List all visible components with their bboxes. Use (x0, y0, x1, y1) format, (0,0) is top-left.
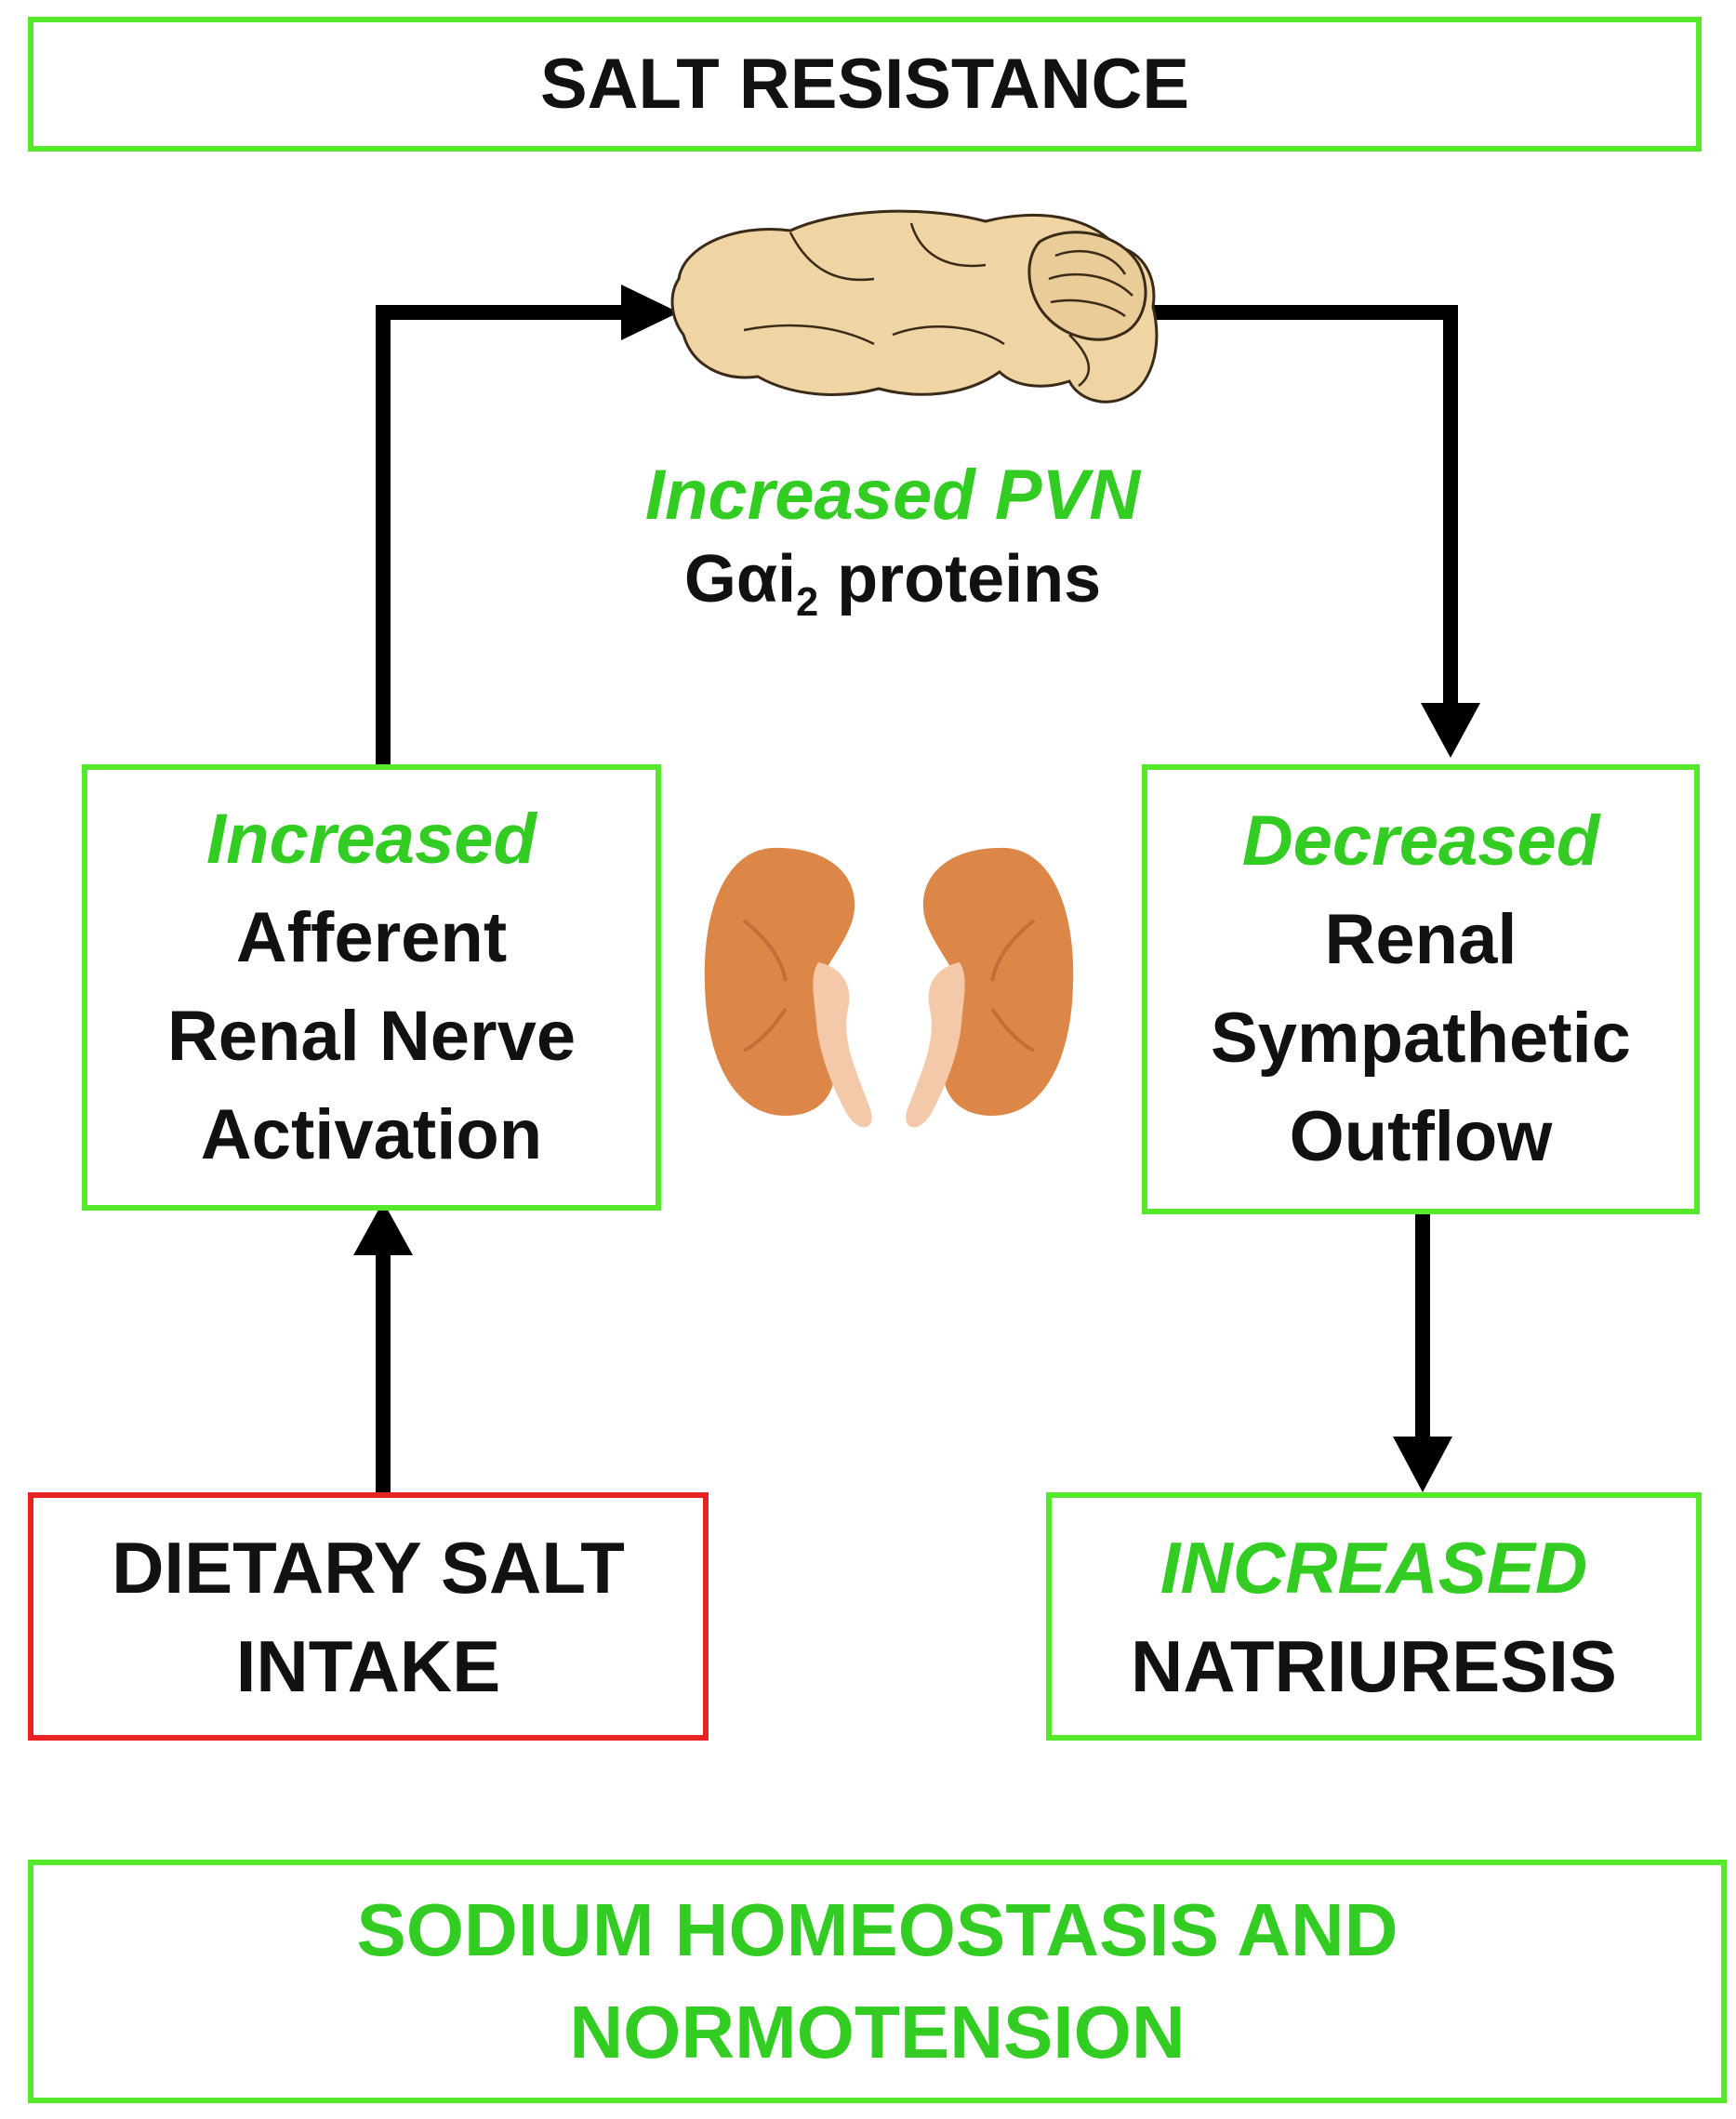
afferent-line-3: Activation (200, 1095, 543, 1174)
kidneys-icon (704, 847, 1074, 1128)
afferent-line-2: Renal Nerve (166, 997, 576, 1076)
homeostasis-line-1: SODIUM HOMEOSTASIS AND (356, 1888, 1398, 1971)
sympathetic-line-3: Outflow (1289, 1097, 1553, 1176)
homeostasis-line-2: NORMOTENSION (569, 1991, 1186, 2073)
pvn-protein-subscript: 2 (796, 580, 819, 626)
natriuresis-heading: INCREASED (1160, 1526, 1588, 1609)
afferent-line-1: Afferent (235, 898, 508, 977)
sympathetic-line-2: Sympathetic (1211, 999, 1631, 1078)
sympathetic-heading: Decreased (1241, 801, 1600, 881)
arrowhead-into-brain (621, 285, 679, 340)
dietary-salt-box: DIETARY SALT INTAKE (28, 1492, 709, 1741)
afferent-heading: Increased (206, 800, 537, 879)
natriuresis-box: INCREASED NATRIURESIS (1046, 1492, 1702, 1741)
salt-resistance-label: SALT RESISTANCE (539, 45, 1190, 124)
pvn-protein-prefix: Gαi (683, 542, 797, 616)
pvn-heading: Increased PVN (644, 456, 1141, 535)
pvn-protein-suffix: proteins (818, 542, 1102, 616)
sympathetic-line-1: Renal (1324, 900, 1517, 979)
dietary-line-1: DIETARY SALT (112, 1526, 625, 1609)
pvn-annotation: Increased PVN Gαi2 proteins (521, 454, 1265, 644)
salt-resistance-box: SALT RESISTANCE (28, 17, 1702, 152)
arrow-brain-to-sympathetic (1144, 305, 1458, 709)
brain-icon (670, 209, 1159, 404)
natriuresis-label: NATRIURESIS (1131, 1624, 1617, 1707)
sympathetic-outflow-box: Decreased Renal Sympathetic Outflow (1142, 764, 1700, 1214)
afferent-activation-box: Increased Afferent Renal Nerve Activatio… (82, 764, 661, 1211)
pvn-protein-label: Gαi2 proteins (521, 537, 1265, 644)
dietary-line-2: INTAKE (235, 1624, 501, 1707)
arrow-afferent-to-brain (376, 305, 632, 764)
arrowhead-into-sympathetic (1421, 703, 1480, 758)
arrowhead-into-natriuresis (1393, 1437, 1452, 1492)
homeostasis-box: SODIUM HOMEOSTASIS AND NORMOTENSION (28, 1860, 1727, 2103)
arrowhead-into-afferent (353, 1201, 413, 1255)
